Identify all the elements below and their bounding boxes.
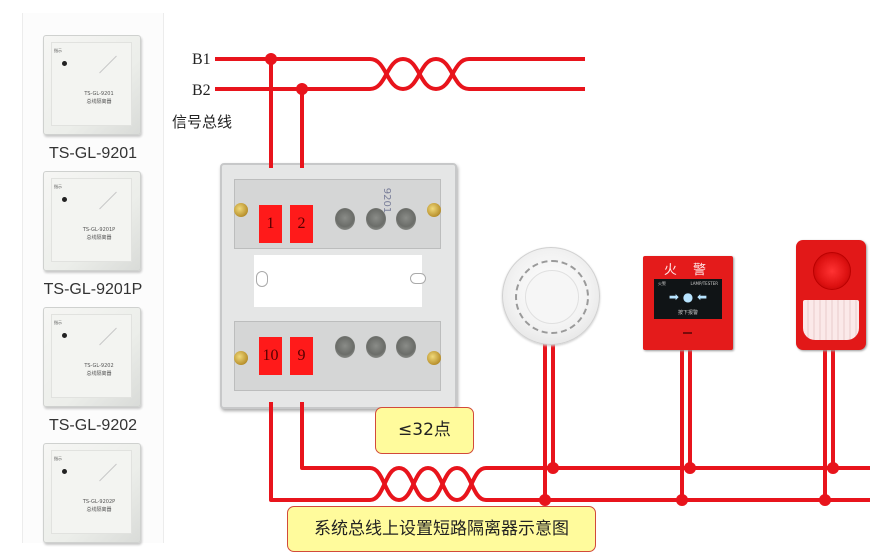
junction-dot — [296, 83, 308, 95]
product-ts-gl-9201p: 指示 TS-GL-9201P 总线隔离器 TS-GL-9201P — [43, 171, 143, 299]
mounting-window — [254, 255, 422, 307]
manual-call-point-image: 火 警 火警 LAMP/TESTER ➡ ● ⬅ 按下报警 — [643, 256, 733, 350]
screen-left-text: 火警 — [658, 281, 666, 286]
junction-dot — [827, 462, 839, 474]
panel-name: 总线隔离器 — [86, 507, 112, 513]
terminal-screw-icon — [396, 208, 416, 230]
panel-model: TS-GL-9201P — [82, 227, 116, 233]
terminal-screw-icon — [366, 336, 386, 358]
panel-model: TS-GL-9201 — [84, 91, 114, 97]
junction-dot — [539, 494, 551, 506]
led-indicator-icon — [62, 469, 67, 474]
isolator-panel-image: 指示 TS-GL-9201P 总线隔离器 — [43, 171, 141, 271]
bus-line-b2-label: B2 — [192, 82, 211, 99]
panel-name: 总线隔离器 — [86, 235, 112, 241]
screw-icon — [234, 351, 248, 365]
points-limit-note: ≤32点 — [375, 407, 474, 454]
terminal-screw-icon — [366, 208, 386, 230]
sounder-strobe-image — [796, 240, 866, 350]
indicator-led-icon — [683, 332, 692, 334]
product-ts-gl-9202p: 指示 TS-GL-9202P 总线隔离器 — [43, 443, 143, 543]
screen-right-text: LAMP/TESTER — [690, 281, 718, 286]
diagram-caption: 系统总线上设置短路隔离器示意图 — [287, 506, 596, 552]
led-label: 指示 — [54, 48, 62, 53]
screen-instruction-text: 按下报警 — [677, 310, 698, 316]
led-indicator-icon — [62, 197, 67, 202]
panel-name: 总线隔离器 — [86, 371, 112, 377]
signal-bus-label: 信号总线 — [172, 113, 233, 131]
led-label: 指示 — [54, 184, 62, 189]
smoke-detector-image — [502, 247, 600, 345]
product-sidebar: 指示 TS-GL-9201 总线隔离器 TS-GL-9201 指示 TS-GL-9… — [22, 13, 164, 543]
led-indicator-icon — [62, 333, 67, 338]
terminal-9: 9 — [290, 337, 313, 375]
screw-icon — [427, 351, 441, 365]
led-label: 指示 — [54, 320, 62, 325]
call-point-screen: 火警 LAMP/TESTER ➡ ● ⬅ 按下报警 — [654, 279, 722, 319]
screw-icon — [427, 203, 441, 217]
terminal-10: 10 — [259, 337, 282, 375]
horn-icon — [813, 252, 851, 290]
twisted-pair-wire — [369, 466, 487, 502]
isolator-base-module: 1 2 10 9 9201 — [220, 163, 457, 409]
terminal-screw-icon — [335, 208, 355, 230]
call-point-title: 火 警 — [663, 263, 713, 278]
isolator-panel-image: 指示 TS-GL-9202P 总线隔离器 — [43, 443, 141, 543]
press-arrows-icon: ➡ ● ⬅ — [668, 290, 708, 304]
isolator-panel-image: 指示 TS-GL-9202 总线隔离器 — [43, 307, 141, 407]
junction-dot — [547, 462, 559, 474]
terminal-screw-icon — [335, 336, 355, 358]
junction-dot — [265, 53, 277, 65]
product-caption: TS-GL-9201P — [43, 281, 143, 298]
twisted-pair-wire — [369, 57, 470, 91]
strobe-lamp-icon — [803, 300, 859, 340]
panel-name: 总线隔离器 — [86, 99, 112, 105]
product-ts-gl-9201: 指示 TS-GL-9201 总线隔离器 TS-GL-9201 — [43, 35, 143, 163]
screw-icon — [234, 203, 248, 217]
output-wire-terminal-9 — [300, 402, 370, 470]
junction-dot — [676, 494, 688, 506]
terminal-1: 1 — [259, 205, 282, 243]
terminal-screw-icon — [396, 336, 416, 358]
panel-model: TS-GL-9202 — [84, 363, 114, 369]
mounting-slot-icon — [256, 271, 268, 287]
isolator-panel-image: 指示 TS-GL-9201 总线隔离器 — [43, 35, 141, 135]
led-label: 指示 — [54, 456, 62, 461]
product-caption: TS-GL-9201 — [48, 145, 138, 162]
panel-model: TS-GL-9202P — [82, 499, 116, 505]
led-indicator-icon — [62, 61, 67, 66]
junction-dot — [684, 462, 696, 474]
terminal-2: 2 — [290, 205, 313, 243]
product-caption: TS-GL-9202 — [48, 417, 138, 434]
output-wire-terminal-10 — [269, 402, 370, 502]
mounting-slot-icon — [410, 273, 426, 284]
twisted-pair-wire — [369, 466, 487, 502]
junction-dot — [819, 494, 831, 506]
product-ts-gl-9202: 指示 TS-GL-9202 总线隔离器 TS-GL-9202 — [43, 307, 143, 435]
bus-line-b1-label: B1 — [192, 51, 211, 68]
